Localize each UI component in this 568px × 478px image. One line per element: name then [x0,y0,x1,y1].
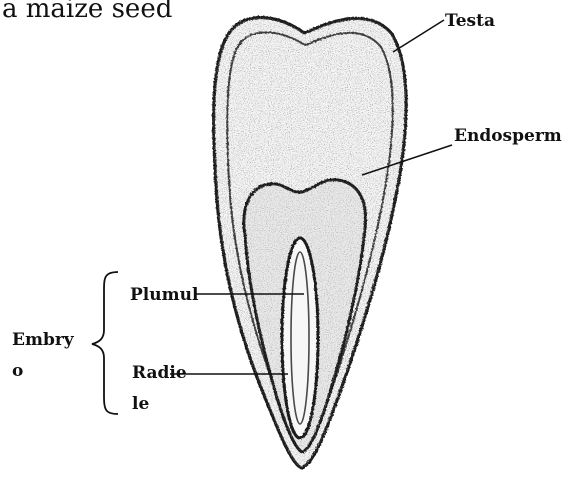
embryo-label-line2: o [12,361,23,381]
radicle-label-line1: Radie [132,363,187,383]
endosperm-label: Endosperm [454,126,562,146]
embryo-label-line1: Embry [12,330,75,350]
figure-caption: a maize seed [2,0,172,24]
embryo-brace [92,272,118,414]
testa-label: Testa [445,11,495,31]
radicle-label-line2: le [132,394,149,414]
plumule-label: Plumul [130,285,199,305]
embryonic-axis [282,238,318,438]
testa-leader-line [393,20,444,52]
